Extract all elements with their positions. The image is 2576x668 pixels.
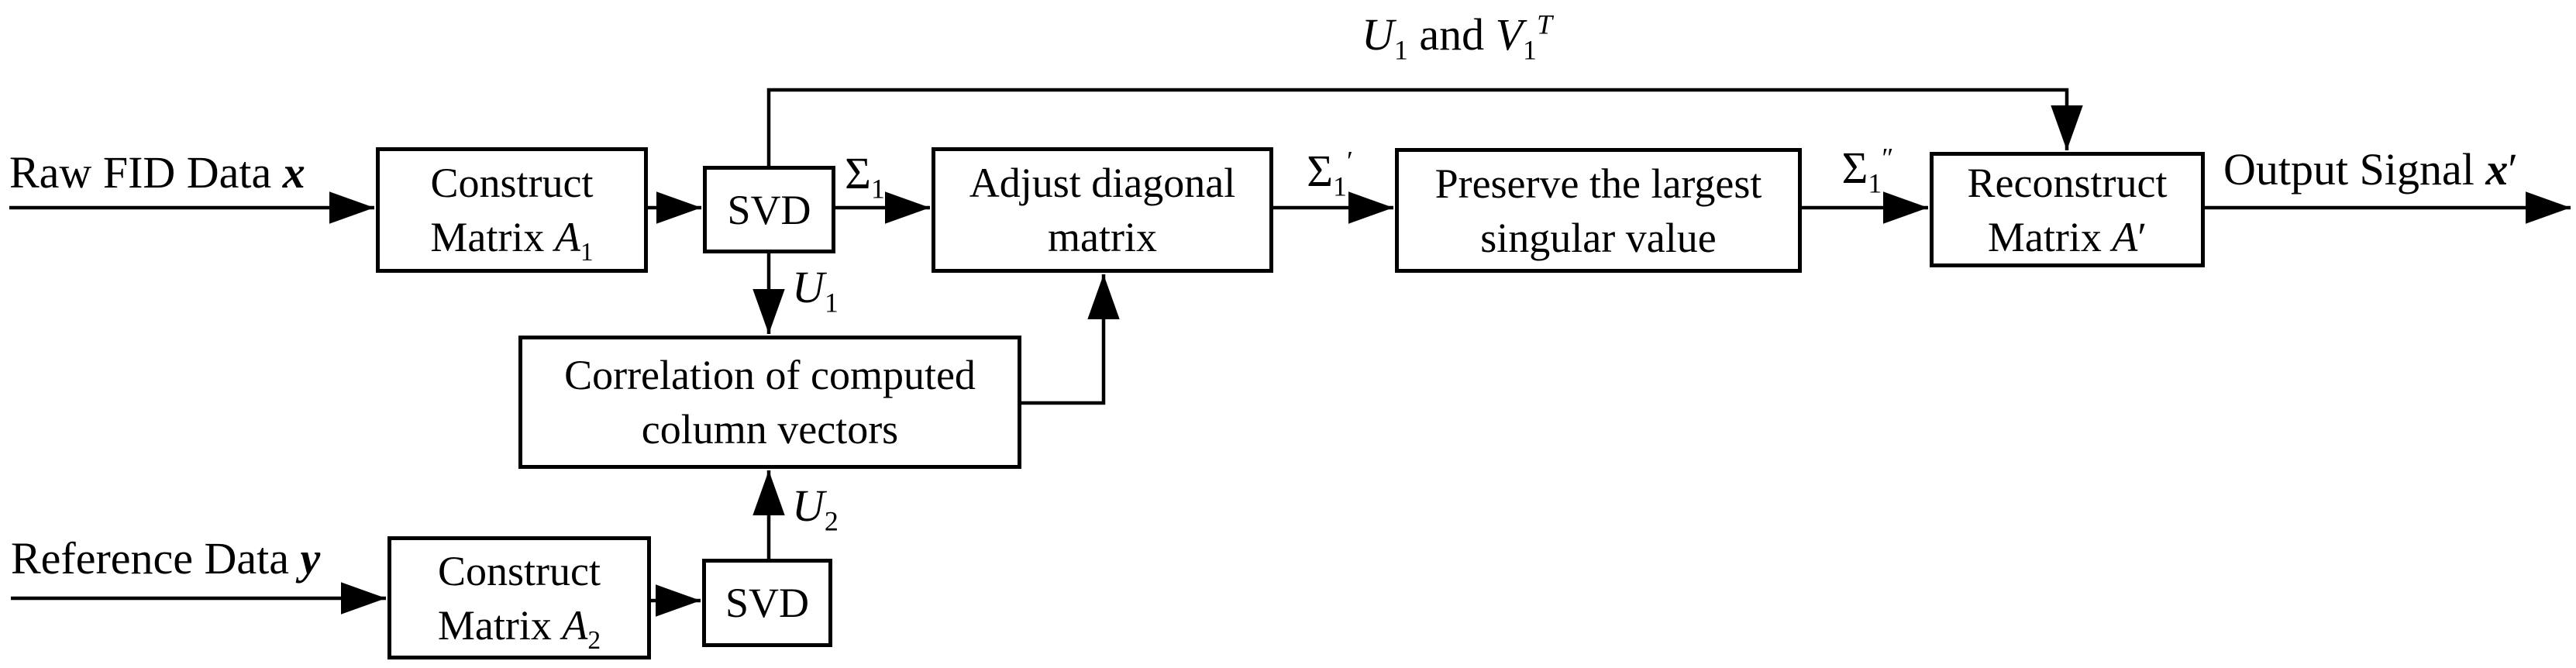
node-construct-matrix-a2: Construct Matrix A2 (387, 536, 651, 659)
label-sigma1-double-prime: Σ1″ (1841, 142, 1894, 199)
node-correlation-of-column-vectors: Correlation of computed column vectors (518, 336, 1021, 469)
node-adjust-diagonal-matrix: Adjust diagonal matrix (932, 147, 1273, 273)
label-sigma1-prime: Σ1′ (1307, 145, 1353, 202)
edge-correlation-adjust (1021, 274, 1120, 405)
node-line: singular value (1480, 214, 1717, 261)
node-line: Adjust diagonal (969, 160, 1236, 206)
node-line: Correlation of computed (564, 352, 976, 398)
node-line: SVD (727, 186, 811, 233)
node-line: Matrix A′ (1987, 213, 2147, 260)
label-feedback-u1-and-v1t: U1 and V1T (1361, 9, 1553, 66)
edge-feedback-u1v1t (766, 88, 2083, 166)
node-construct-matrix-a1: Construct Matrix A1 (376, 147, 648, 273)
label-raw-fid-data-x: Raw FID Data x (9, 147, 305, 198)
node-line: Matrix A2 (437, 601, 601, 655)
node-line: Matrix A1 (430, 214, 594, 267)
label-output-signal-x-prime: Output Signal x′ (2223, 144, 2519, 195)
node-line: SVD (725, 580, 810, 626)
node-svd-1: SVD (703, 166, 835, 253)
label-u2: U2 (792, 480, 839, 537)
node-line: Construct (430, 160, 594, 206)
node-line: Reconstruct (1967, 159, 2168, 206)
label-reference-data-y: Reference Data y (11, 533, 321, 584)
node-line: Preserve the largest (1434, 160, 1762, 207)
node-preserve-largest-singular-value: Preserve the largest singular value (1395, 148, 1802, 273)
node-line: matrix (1048, 214, 1157, 260)
node-svd-2: SVD (702, 559, 832, 647)
node-reconstruct-matrix-a-prime: Reconstruct Matrix A′ (1930, 152, 2205, 267)
label-u1: U1 (792, 262, 839, 319)
node-line: Construct (438, 547, 601, 594)
node-line: column vectors (641, 406, 899, 453)
label-sigma1: Σ1 (845, 148, 885, 205)
